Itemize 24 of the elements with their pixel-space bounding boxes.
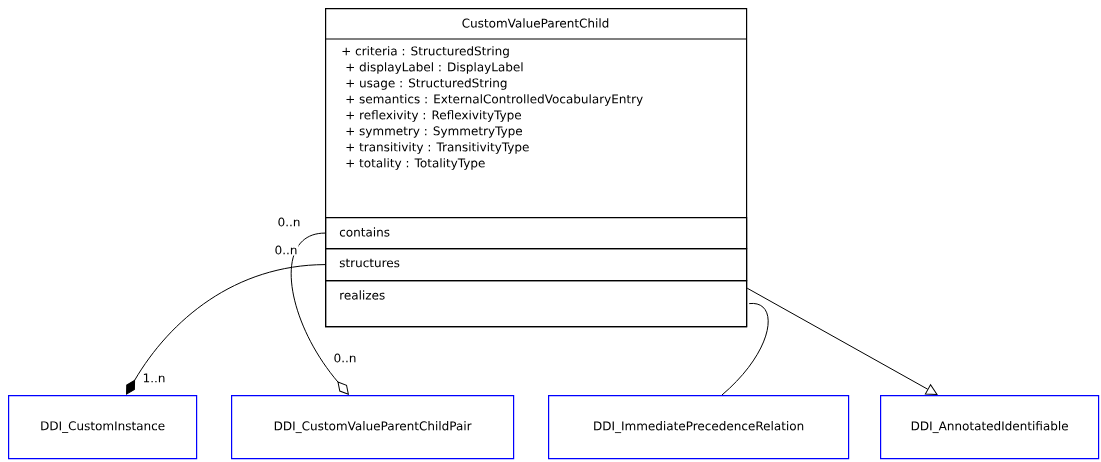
multiplicity-label: 0..n — [273, 244, 299, 256]
compartment: contains — [325, 217, 748, 250]
class-box: DDI_CustomValueParentChildPair — [231, 395, 515, 460]
class-box: DDI_AnnotatedIdentifiable — [880, 395, 1100, 460]
multiplicity-label: 0..n — [332, 352, 358, 364]
class-name: CustomValueParentChild — [462, 18, 609, 28]
attribute-text: + criteria : StructuredString — [342, 46, 509, 58]
attribute-text: + usage : StructuredString — [346, 78, 507, 90]
attribute-text: + semantics : ExternalControlledVocabularyEntry — [346, 94, 643, 106]
compartment: structures — [325, 248, 748, 282]
class-box: DDI_ImmediatePrecedenceRelation — [548, 395, 850, 460]
connector-line — [721, 303, 769, 396]
generalization-arrow — [746, 287, 938, 395]
compartment: realizes — [325, 280, 748, 328]
attribute-text: + displayLabel : DisplayLabel — [346, 62, 523, 74]
multiplicity-label: 1..n — [141, 372, 167, 384]
attribute-text: + totality : TotalityType — [346, 158, 485, 170]
multiplicity-label: 0..n — [276, 216, 302, 228]
attribute-text: + symmetry : SymmetryType — [346, 126, 522, 138]
association-line — [126, 264, 326, 395]
class-box: DDI_CustomInstance — [8, 395, 198, 460]
attribute-text: + transitivity : TransitivityType — [346, 142, 529, 154]
association-line — [290, 232, 349, 395]
attribute-text: + reflexivity : ReflexivityType — [346, 110, 521, 122]
